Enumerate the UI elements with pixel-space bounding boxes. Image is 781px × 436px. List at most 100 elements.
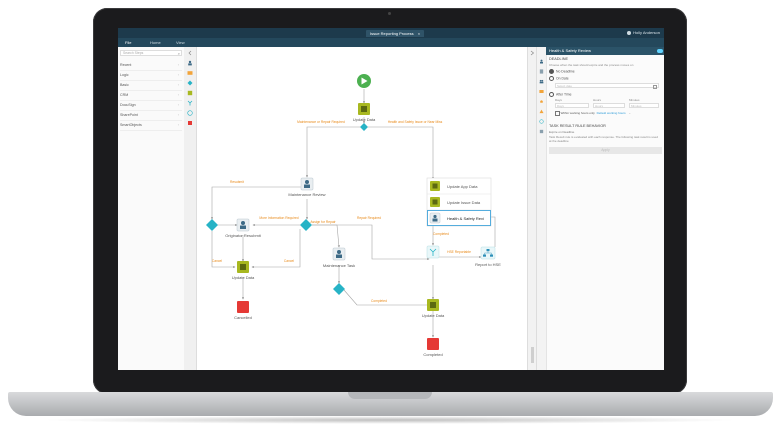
task-node-update-data-left[interactable] (237, 261, 249, 273)
hours-label: Hours (593, 98, 602, 102)
completed-label: Completed (423, 352, 442, 357)
email-icon[interactable] (539, 89, 544, 94)
chevron-down-icon[interactable]: ⌄ (628, 111, 631, 116)
chevron-right-icon: › (177, 83, 179, 87)
sidebar-item-basic[interactable]: Basic› (120, 80, 182, 91)
hours-input[interactable]: Hours (593, 103, 625, 108)
end-node-cancelled[interactable] (237, 301, 249, 313)
originator-resubmit-label: Originator Resubmit (225, 233, 261, 238)
days-input[interactable]: Days (555, 103, 589, 108)
end-node-completed[interactable] (427, 338, 439, 350)
days-label: Days (555, 98, 562, 102)
minutes-placeholder: Minutes (631, 104, 642, 108)
split-icon[interactable] (187, 100, 193, 106)
workflow-canvas[interactable]: Update Data Maintenance or Repair Requir… (197, 47, 527, 370)
start-node[interactable] (357, 74, 371, 88)
task-node-update-data-bottom[interactable] (427, 299, 439, 311)
edge-label-resubmit: Resubmit (230, 180, 244, 184)
user-menu[interactable]: Holly Anderson (626, 30, 660, 36)
decision-icon[interactable] (187, 80, 193, 86)
timer-icon[interactable] (539, 119, 544, 124)
rules-description: Task Result rule is evaluated with each … (549, 135, 659, 143)
user-name: Holly Anderson (633, 30, 660, 35)
user-icon (626, 30, 631, 35)
edge-label-hs-issue: Health and Safety Issue or Near Miss (388, 120, 443, 124)
close-icon[interactable]: × (417, 31, 421, 36)
sidebar-item-label: CRM (120, 93, 129, 97)
search-input[interactable]: Search Steps ⌕ (120, 50, 182, 56)
rules-heading: TASK RESULT RULE BEHAVIOR (549, 124, 606, 128)
radio-label: No Deadline (556, 69, 575, 74)
search-icon: ⌕ (177, 51, 180, 56)
user-task-maintenance-task[interactable] (332, 247, 346, 261)
menu-file[interactable]: File (125, 40, 132, 45)
user-task-originator-resubmit[interactable] (236, 218, 250, 232)
document-tab[interactable]: Issue Reporting Process × (366, 30, 425, 37)
decision-node-left[interactable] (206, 219, 218, 231)
chevron-right-icon: › (177, 93, 179, 97)
sidebar-item-crm[interactable]: CRM › (120, 90, 182, 101)
panel-header: Health & Safety Review (546, 47, 664, 55)
user-task-icon[interactable] (187, 60, 193, 66)
user-task-maintenance-review[interactable] (300, 177, 314, 191)
sidebar-item-label: SmartObjects (120, 123, 142, 127)
radio-label: After Time (556, 92, 572, 97)
sidebar-item-logic[interactable]: Logic› (120, 70, 182, 81)
menu-view[interactable]: View (176, 40, 185, 45)
split-node-right[interactable] (426, 245, 440, 259)
escalation-icon[interactable] (539, 109, 544, 114)
update-issue-data-label: Update Issue Data (447, 200, 481, 205)
radio-after-time[interactable]: After Time (549, 92, 571, 97)
email-icon[interactable] (187, 70, 193, 76)
sidebar-item-label: DocuSign (120, 103, 136, 107)
sidebar-item-label: SharePoint (120, 113, 138, 117)
data-icon[interactable] (187, 90, 193, 96)
decision-node-top[interactable] (360, 123, 368, 131)
minutes-input[interactable]: Minutes (629, 103, 659, 108)
panel-toggle[interactable] (657, 49, 663, 53)
radio-no-deadline[interactable]: No Deadline (549, 69, 575, 74)
user-task-icon[interactable] (539, 59, 544, 64)
sidebar-item-sharepoint[interactable]: SharePoint› (120, 110, 182, 121)
end-icon[interactable] (187, 120, 193, 126)
task-node-update-app-data[interactable] (430, 181, 440, 191)
chevron-right-icon: › (177, 73, 179, 77)
timer-icon[interactable] (187, 110, 193, 116)
chevron-right-icon: › (177, 103, 179, 107)
sidebar-item-recent[interactable]: Recent› (120, 60, 182, 71)
bell-icon[interactable] (539, 99, 544, 104)
search-placeholder: Search Steps (123, 51, 144, 55)
decision-node-mid[interactable] (300, 219, 312, 231)
date-input[interactable]: Select date (555, 83, 659, 89)
radio-icon (549, 76, 554, 81)
chevron-right-icon: › (177, 63, 179, 67)
menu-home[interactable]: Home (150, 40, 161, 45)
laptop-shadow (40, 416, 740, 424)
working-hours-link[interactable]: Default working hours (596, 111, 626, 116)
maintenance-review-label: Maintenance Review (288, 192, 325, 197)
user-task-health-safety-review[interactable] (429, 212, 441, 224)
sidebar-item-docusign[interactable]: DocuSign › (120, 100, 182, 111)
checkbox-icon (555, 111, 560, 116)
apply-button[interactable]: Apply (549, 147, 662, 154)
task-node-report-hse[interactable] (480, 246, 496, 260)
task-node-update-issue-data[interactable] (430, 197, 440, 207)
radio-on-date[interactable]: On Date (549, 76, 569, 81)
people-icon[interactable] (539, 79, 544, 84)
canvas-scrollbar[interactable] (528, 47, 537, 370)
edge-label-more-info: More Information Required (259, 216, 298, 220)
task-node-start-update[interactable] (358, 103, 370, 115)
working-hours-checkbox[interactable]: Within working hours only Default workin… (555, 111, 631, 116)
chevron-left-icon[interactable] (187, 50, 193, 56)
panel-icon-strip (537, 47, 547, 370)
deadline-description: Choose when the task should expire and t… (549, 63, 634, 67)
tool-strip (184, 47, 197, 370)
days-placeholder: Days (557, 104, 564, 108)
document-icon[interactable] (539, 69, 544, 74)
laptop-base (8, 392, 773, 416)
rules-icon[interactable] (539, 129, 544, 134)
screen: Issue Reporting Process × Holly Anderson… (118, 28, 664, 370)
decision-node-bottom[interactable] (333, 283, 345, 295)
sidebar-item-smartobjects[interactable]: SmartObjects› (120, 120, 182, 131)
properties-panel: Health & Safety Review DEADLINE Choose w… (536, 47, 664, 370)
